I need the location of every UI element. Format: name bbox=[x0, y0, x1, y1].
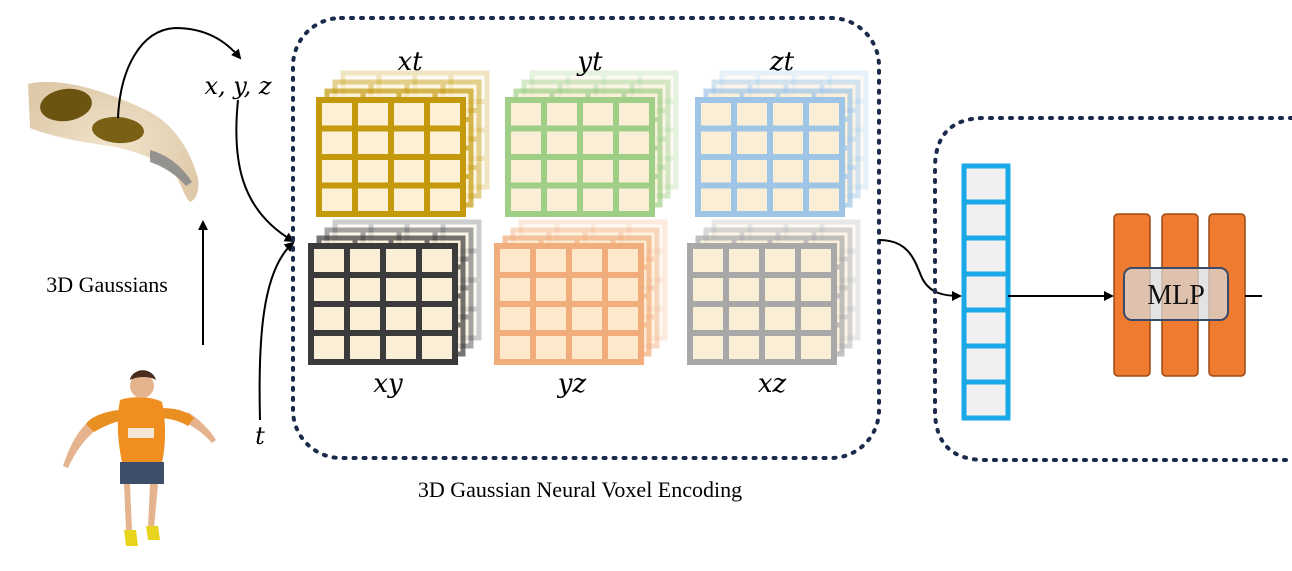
plane-yz: yz bbox=[494, 219, 668, 399]
mlp-label: MLP bbox=[1147, 280, 1205, 311]
coords-to-encoder-arrow bbox=[235, 99, 295, 243]
decoder-box bbox=[933, 116, 1292, 462]
plane-label-xy: xy bbox=[373, 369, 403, 399]
gaussian-blob-2 bbox=[92, 116, 144, 144]
plane-grids: xt yt zt xy yz xz bbox=[308, 47, 869, 399]
time-label: t bbox=[255, 422, 265, 450]
plane-xy: xy bbox=[308, 219, 482, 399]
feature-vector bbox=[961, 163, 1011, 421]
plane-xt: xt bbox=[316, 47, 490, 217]
mlp-block: MLP bbox=[1113, 213, 1246, 377]
gaussian-blob-1 bbox=[40, 88, 92, 122]
voxel-encoder-box bbox=[291, 16, 881, 460]
time-to-encoder-arrow bbox=[258, 241, 295, 421]
plane-label-zt: zt bbox=[769, 47, 795, 77]
coords-label: x, y, z bbox=[204, 72, 271, 100]
plane-label-yt: yt bbox=[576, 47, 603, 77]
plane-label-xz: xz bbox=[758, 369, 787, 399]
encoder-to-feature-arrow bbox=[878, 239, 962, 301]
mlp-label-box bbox=[1123, 267, 1229, 321]
human-figure-illustration bbox=[63, 370, 216, 546]
gaussians-label: 3D Gaussians bbox=[46, 272, 168, 297]
plane-xz: xz bbox=[687, 219, 861, 399]
encoder-caption: 3D Gaussian Neural Voxel Encoding bbox=[418, 477, 742, 502]
plane-label-xt: xt bbox=[397, 47, 423, 77]
plane-zt: zt bbox=[695, 47, 869, 217]
feature-vector-frame bbox=[961, 163, 1011, 421]
gaussian-arm-illustration bbox=[28, 81, 199, 202]
plane-yt: yt bbox=[505, 47, 679, 217]
plane-label-yz: yz bbox=[557, 369, 587, 399]
gaussians-to-coords-arrow bbox=[117, 26, 242, 119]
